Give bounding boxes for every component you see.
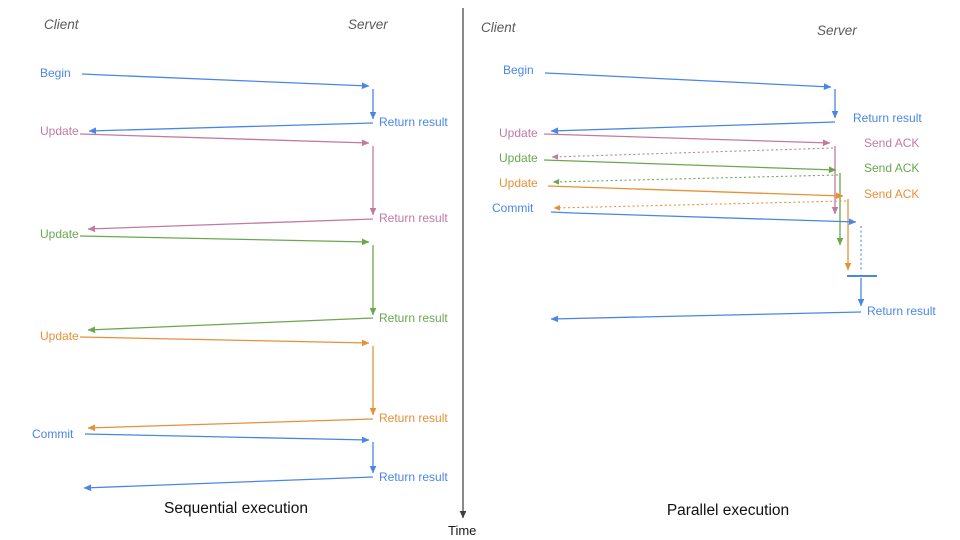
par-update-label-1: Update xyxy=(499,126,538,140)
seq-client-header: Client xyxy=(44,17,79,32)
par-begin-response-arrow xyxy=(550,121,836,135)
par-commit-request-arrow xyxy=(550,211,857,226)
sequential-diagram-lines xyxy=(79,73,377,492)
seq-update-label-3: Update xyxy=(40,329,79,343)
seq-commit-response-arrow xyxy=(83,476,374,492)
seq-return-result-label-3: Return result xyxy=(379,311,448,325)
par-update-label-2: Update xyxy=(499,151,538,165)
seq-return-result-label-5: Return result xyxy=(379,470,448,484)
sequential-caption: Sequential execution xyxy=(164,500,308,517)
seq-update2-request-arrow xyxy=(79,235,370,246)
par-update3-ack-arrow xyxy=(553,200,847,211)
seq-update3-request-arrow xyxy=(79,336,370,347)
seq-update3-response-arrow xyxy=(87,418,374,432)
seq-begin-request-arrow xyxy=(81,73,370,90)
par-return-result-label-2: Return result xyxy=(867,304,936,318)
seq-commit-request-arrow xyxy=(84,433,370,444)
par-return-result-label-1: Return result xyxy=(853,111,922,125)
seq-server-header: Server xyxy=(348,17,388,32)
par-send-ack-label-1: Send ACK xyxy=(864,136,920,150)
par-commit-response-arrow xyxy=(550,311,862,323)
par-update-label-3: Update xyxy=(499,176,538,190)
seq-return-result-label-1: Return result xyxy=(379,115,448,129)
par-commit-label: Commit xyxy=(492,201,534,215)
par-client-header: Client xyxy=(481,20,516,35)
par-update3-request-arrow xyxy=(547,185,844,200)
seq-update2-response-arrow xyxy=(87,317,374,334)
par-send-ack-label-2: Send ACK xyxy=(864,161,920,175)
par-update1-ack-arrow xyxy=(551,147,834,160)
seq-update1-response-arrow xyxy=(87,218,374,233)
par-update2-ack-arrow xyxy=(552,174,839,185)
seq-update-label-1: Update xyxy=(40,124,79,138)
time-axis-label: Time xyxy=(448,523,477,538)
parallel-diagram-lines xyxy=(543,72,877,323)
par-server-header: Server xyxy=(817,23,857,38)
par-send-ack-label-3: Send ACK xyxy=(864,187,920,201)
par-update1-request-arrow xyxy=(543,133,831,147)
parallel-caption: Parallel execution xyxy=(666,502,790,519)
seq-update1-request-arrow xyxy=(79,133,370,147)
seq-return-result-label-4: Return result xyxy=(379,411,448,425)
par-begin-label: Begin xyxy=(503,63,534,77)
seq-begin-label: Begin xyxy=(40,66,71,80)
seq-update-label-2: Update xyxy=(40,227,79,241)
seq-begin-response-arrow xyxy=(88,122,374,135)
par-update2-request-arrow xyxy=(543,159,837,174)
par-begin-request-arrow xyxy=(544,72,832,91)
seq-return-result-label-2: Return result xyxy=(379,211,448,225)
seq-commit-label: Commit xyxy=(32,427,74,441)
